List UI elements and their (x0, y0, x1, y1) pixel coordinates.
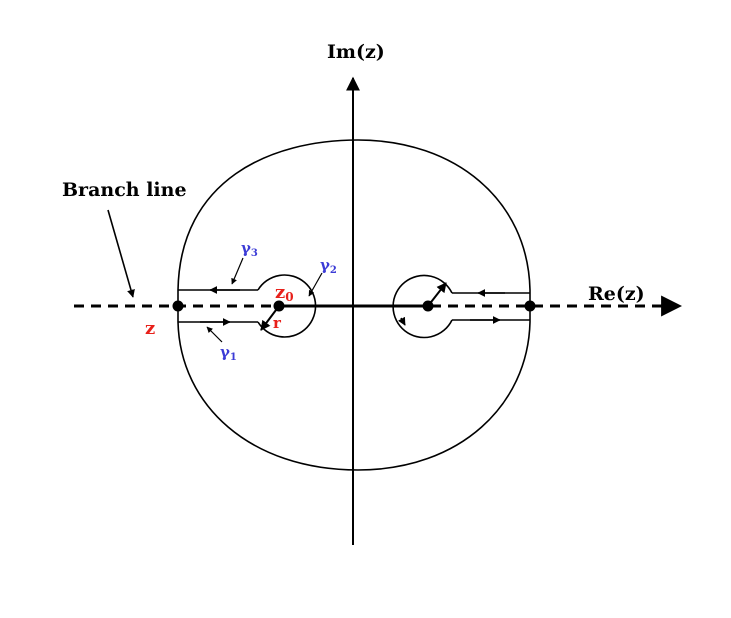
z-label: z (145, 318, 155, 339)
left-small-circle (257, 274, 317, 338)
right-circle-direction-arrow (397, 316, 406, 326)
gamma2-base: γ (320, 256, 330, 274)
point-z (172, 300, 184, 312)
gamma2-label: γ2 (320, 256, 337, 276)
r-label: r (273, 314, 282, 332)
re-axis-label: Re(z) (588, 283, 645, 305)
gamma1-base: γ (220, 343, 230, 361)
gamma3-subscript: 3 (251, 248, 258, 259)
point-right-inner (422, 300, 434, 312)
point-right-outer (524, 300, 536, 312)
gamma3-base: γ (241, 239, 251, 257)
im-axis-label: Im(z) (327, 41, 385, 63)
z0-base: z (275, 282, 285, 303)
gamma1-subscript: 1 (230, 352, 237, 363)
outer-contour-upper (177, 139, 531, 291)
right-small-circle (392, 274, 453, 339)
z0-label: z0 (275, 282, 294, 304)
gamma1-pointer (206, 326, 223, 343)
branch-line-label: Branch line (62, 179, 187, 201)
gamma3-label: γ3 (241, 239, 258, 259)
gamma2-pointer (308, 272, 323, 297)
outer-contour-lower (177, 321, 531, 471)
point-z0 (273, 300, 285, 312)
gamma1-label: γ1 (220, 343, 237, 363)
branch-line-pointer (107, 209, 135, 298)
gamma3-pointer (231, 257, 244, 285)
z0-subscript: 0 (285, 290, 293, 304)
gamma2-subscript: 2 (330, 265, 337, 276)
